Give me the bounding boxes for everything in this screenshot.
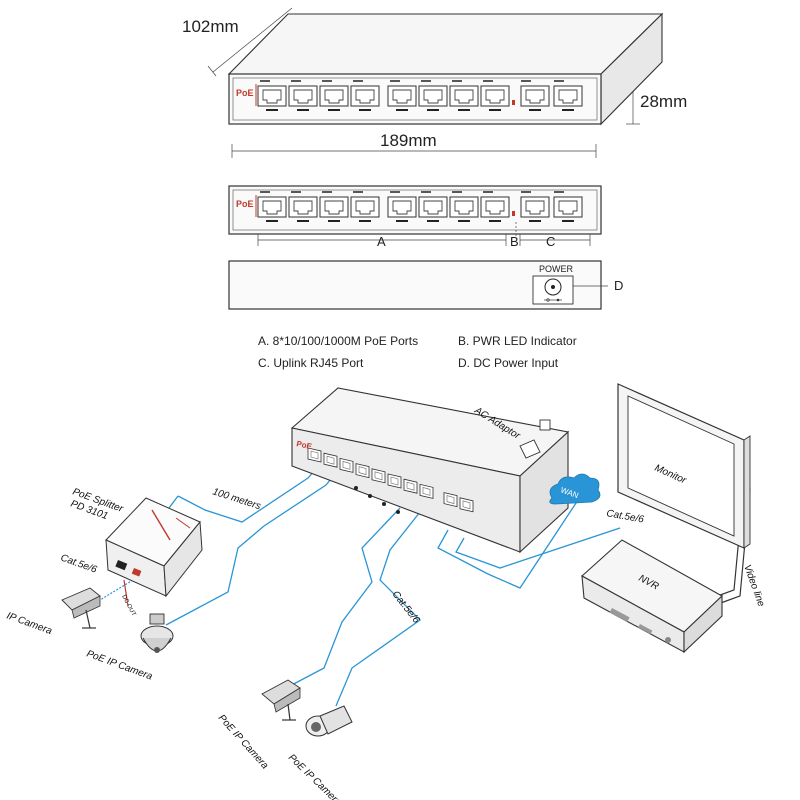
poe-camera-1-label: PoE IP Camera (216, 713, 271, 772)
uplink-port-2 (553, 196, 583, 222)
marker-a: A (377, 234, 386, 249)
poe-splitter: PoE Splitter PD 3101 DC OUT Cat.5e/6 (59, 486, 203, 618)
legend-d: D. DC Power Input (458, 356, 559, 370)
cable-wan (437, 499, 579, 589)
power-plug-icon (539, 419, 551, 431)
isometric-port-8 (419, 483, 434, 499)
cat-splitter-label: Cat.5e/6 (59, 552, 99, 575)
rj45-port-3 (319, 85, 349, 111)
isometric-port-1 (307, 447, 322, 463)
isometric-port-7 (403, 478, 418, 494)
marker-d: D (614, 278, 623, 293)
poe-dome-camera: PoE IP Camera (85, 613, 174, 683)
ip-camera-label: IP Camera (5, 610, 54, 637)
legend-c: C. Uplink RJ45 Port (258, 356, 364, 370)
rj45-port-5 (387, 196, 417, 222)
marker-c: C (546, 234, 555, 249)
cable-dc-out (123, 579, 129, 607)
rj45-port-8 (480, 85, 510, 111)
power-label: POWER (539, 264, 574, 274)
isometric-port-3 (339, 457, 354, 473)
height-dimension-label: 28mm (640, 92, 687, 111)
depth-dimension-label: 102mm (182, 17, 239, 36)
wan-cloud: WAN (549, 473, 601, 505)
cable-bullet-camera-2 (335, 511, 422, 707)
cat-middle-label: Cat.5e/6 (390, 589, 422, 626)
isometric-port-4 (355, 463, 370, 479)
cable-nvr (455, 527, 621, 569)
video-line-label: Video line (741, 563, 766, 608)
cable-bullet-camera-1 (285, 507, 401, 689)
pwr-led-icon (512, 211, 515, 216)
rj45-port-6 (418, 196, 448, 222)
uplink-port-1 (520, 85, 550, 111)
poe-camera-2-label: PoE IP Camera (286, 752, 344, 800)
ip-camera: IP Camera (5, 587, 101, 637)
isometric-port-10 (459, 497, 474, 513)
width-dimension-label: 189mm (380, 131, 437, 150)
switch-isometric: PoE (290, 387, 570, 554)
pwr-led-icon (512, 100, 515, 105)
rj45-port-3 (319, 196, 349, 222)
rj45-port-8 (480, 196, 510, 222)
cable-splitter-ip-camera (99, 579, 134, 601)
network-topology: PoE AC Adaptor 100 meters PoE Splitter P… (5, 383, 767, 800)
rj45-port-1 (257, 85, 287, 111)
rj45-port-7 (449, 196, 479, 222)
isometric-port-6 (387, 473, 402, 489)
marker-b: B (510, 234, 519, 249)
rj45-port-4 (350, 196, 380, 222)
legend: A. 8*10/100/1000M PoE Ports B. PWR LED I… (258, 334, 577, 370)
cat-nvr-label: Cat.5e/6 (605, 508, 645, 525)
poe-badge-isometric: PoE (296, 439, 314, 451)
isometric-port-2 (323, 452, 338, 468)
poe-badge-front: PoE (236, 199, 254, 209)
front-panel-ports (255, 191, 583, 222)
legend-a: A. 8*10/100/1000M PoE Ports (258, 334, 418, 348)
cloud-icon (549, 473, 601, 505)
front-panel-view: PoE A B C (228, 185, 602, 249)
front-panel-ports-3d (255, 80, 583, 111)
rear-panel-view: POWER D (228, 260, 623, 310)
uplink-port-1 (520, 196, 550, 222)
uplink-port-2 (553, 85, 583, 111)
legend-b: B. PWR LED Indicator (458, 334, 577, 348)
rj45-port-4 (350, 85, 380, 111)
rj45-port-6 (418, 85, 448, 111)
rj45-port-1 (257, 196, 287, 222)
switch-isometric-ports (307, 447, 474, 513)
cable-dome-camera (165, 467, 341, 626)
isometric-port-9 (443, 492, 458, 508)
rj45-port-5 (387, 85, 417, 111)
switch-3d-dimension-view: 102mm 28mm 189mm PoE (182, 7, 687, 158)
monitor: Monitor (617, 383, 751, 549)
distance-label: 100 meters (211, 486, 262, 512)
rj45-port-7 (449, 85, 479, 111)
nvr: NVR (581, 539, 723, 654)
poe-dome-camera-label: PoE IP Camera (85, 648, 154, 682)
rj45-port-2 (288, 196, 318, 222)
rj45-port-2 (288, 85, 318, 111)
isometric-port-5 (371, 468, 386, 484)
cable-splitter (177, 461, 323, 523)
dc-out-label: DC OUT (120, 594, 136, 617)
poe-badge-3d: PoE (236, 88, 254, 98)
